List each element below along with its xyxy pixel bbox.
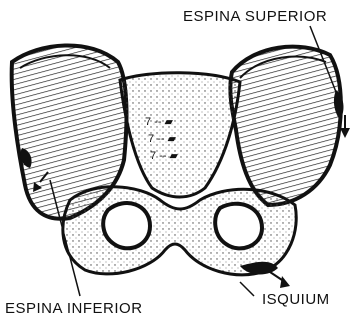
pubic-ischial-body xyxy=(63,187,296,275)
right-obturator-foramen xyxy=(215,204,262,249)
label-espina-inferior: ESPINA INFERIOR xyxy=(5,301,143,316)
svg-text:7 -- ▰: 7 -- ▰ xyxy=(145,116,174,128)
isquium-arrow-icon xyxy=(270,272,290,288)
label-espina-superior: ESPINA SUPERIOR xyxy=(183,9,327,24)
svg-text:7 -- ▰: 7 -- ▰ xyxy=(148,133,177,145)
right-ilium xyxy=(230,47,341,205)
left-obturator-foramen xyxy=(103,203,150,248)
label-isquium: ISQUIUM xyxy=(262,292,330,307)
isquium-leader-line xyxy=(240,282,254,296)
sacrum: 7 -- ▰ 7 -- ▰ 7 -- ▰ xyxy=(120,73,240,197)
svg-text:7 -- ▰: 7 -- ▰ xyxy=(150,150,179,162)
